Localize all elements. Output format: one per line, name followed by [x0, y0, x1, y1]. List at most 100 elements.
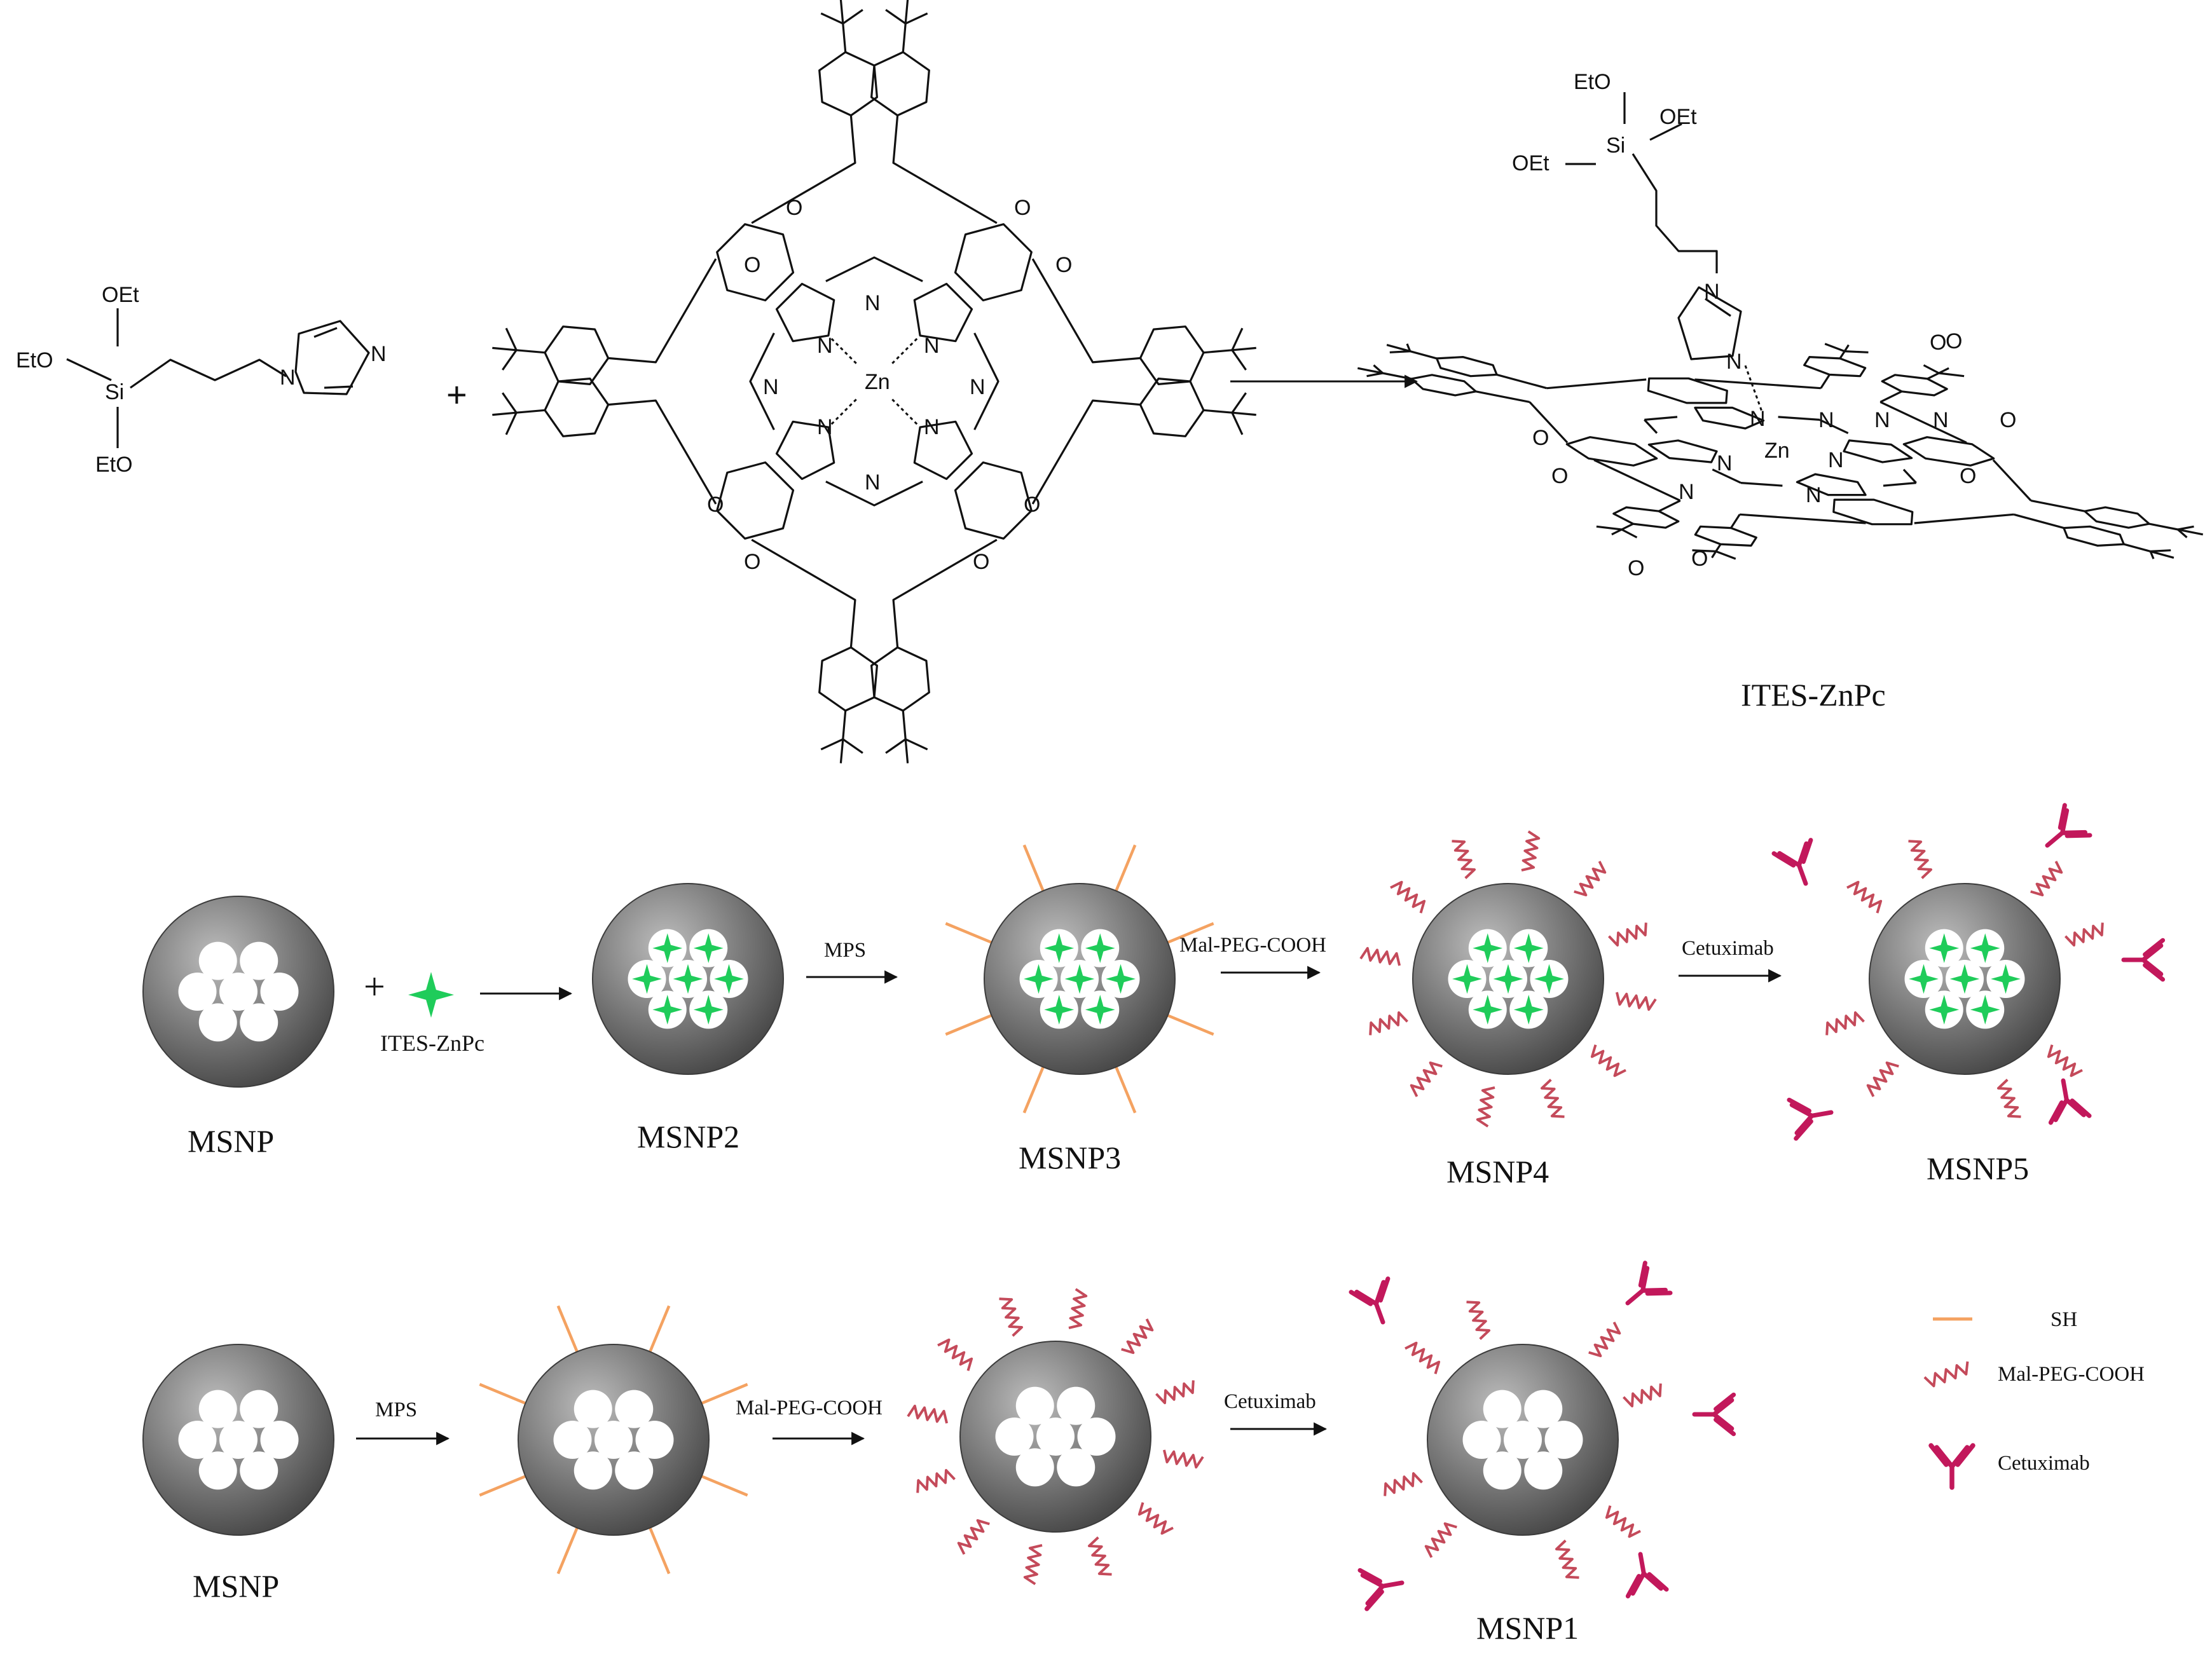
- thiol-line-icon: [701, 1475, 748, 1497]
- peg-chain-icon: [999, 1297, 1023, 1337]
- bond: [818, 646, 878, 712]
- antibody-icon: [1357, 1568, 1405, 1611]
- thiol-line-icon: [1022, 844, 1045, 892]
- pore: [198, 1451, 237, 1490]
- bond: [1694, 378, 1821, 390]
- bond: [1712, 468, 1741, 484]
- particle-msnp5: [1771, 803, 2166, 1141]
- bond: [1436, 356, 1498, 378]
- pc-macrocycle: [492, 0, 1256, 763]
- bond: [1593, 459, 1681, 502]
- product-o-label: O: [1551, 464, 1568, 488]
- product-o-label: O: [1532, 426, 1549, 450]
- dye-star-icon: [408, 972, 454, 1018]
- pore: [219, 973, 258, 1011]
- dye-star-icon: [1970, 933, 2000, 964]
- peg-chain-icon: [1908, 840, 1932, 879]
- product-n-label: N: [1704, 280, 1720, 304]
- reaction-plus-sign: +: [446, 374, 467, 414]
- bond: [751, 538, 856, 648]
- peg-chain-icon: [2030, 861, 2063, 897]
- reagent-eto-bottom-label: EtO: [95, 453, 133, 477]
- peg-chain-icon: [1615, 992, 1657, 1011]
- bond: [1647, 439, 1718, 463]
- pc-n-label: N: [763, 375, 779, 399]
- particle-msnp4: [1359, 830, 1657, 1128]
- peg-chain-icon: [1466, 1301, 1490, 1340]
- pore: [574, 1451, 612, 1490]
- antibody-icon: [2048, 1078, 2092, 1125]
- bond: [902, 23, 907, 53]
- peg-chain-icon: [1541, 1079, 1565, 1118]
- bond: [516, 409, 546, 414]
- peg-chain-icon: [1846, 880, 1883, 913]
- pore: [1544, 1421, 1583, 1459]
- antibody-icon: [1787, 1097, 1834, 1141]
- pore: [240, 941, 278, 980]
- bond: [2063, 525, 2125, 547]
- bond: [885, 9, 907, 25]
- dye-star-icon: [1024, 964, 1054, 994]
- bond: [902, 710, 907, 740]
- reagent-si-label: Si: [105, 380, 124, 404]
- bond: [1621, 528, 1638, 538]
- peg-chain-icon: [1405, 1341, 1441, 1374]
- loaded-particle-route: MSNP + ITES-ZnPc MSNP2 MPS MSNP3 Mal-PEG…: [142, 803, 2166, 1189]
- dye-star-icon: [1513, 933, 1544, 964]
- peg-chain-icon: [1608, 922, 1647, 947]
- pc-n-label: N: [970, 375, 986, 399]
- pore: [615, 1390, 654, 1428]
- bond: [1475, 390, 1530, 403]
- bond: [1410, 374, 1477, 397]
- antibody-icon: [1625, 1552, 1669, 1599]
- bond: [885, 738, 907, 754]
- peg-chain-icon: [1923, 1361, 1969, 1388]
- dye-star-icon: [1513, 994, 1544, 1025]
- peg-chain-icon: [916, 1469, 956, 1493]
- pore: [240, 1451, 278, 1490]
- row1-step-label-peg: Mal-PEG-COOH: [1179, 934, 1326, 957]
- antibody-arm: [2121, 938, 2166, 982]
- bond: [1231, 412, 1244, 435]
- peg-chain-icon: [1369, 1011, 1408, 1035]
- bond: [1139, 378, 1205, 437]
- peg-chain-icon: [1155, 1380, 1195, 1404]
- bond: [608, 399, 717, 505]
- bond: [1902, 468, 1917, 484]
- product-n-label: N: [1679, 480, 1694, 504]
- product-si-label: Si: [1606, 133, 1625, 158]
- thiol-line-icon: [479, 1383, 526, 1405]
- dye-star-icon: [1085, 933, 1115, 964]
- zinc-phthalocyanine-structure: Zn N N N N N N N N O O O O O O O O: [492, 0, 1256, 763]
- pore: [635, 1421, 674, 1459]
- antibody-arm: [1787, 1097, 1834, 1141]
- bond: [749, 332, 775, 430]
- thiol-line-icon: [1167, 1014, 1214, 1036]
- dye-star-icon: [673, 964, 703, 994]
- particle-label-msnp2: MSNP2: [637, 1119, 739, 1154]
- coordination-bond: [828, 336, 857, 364]
- particle-pegylated: [907, 1288, 1204, 1585]
- product-o-label: O: [1691, 547, 1708, 571]
- antibody-icon: [1625, 1261, 1673, 1306]
- bond: [1410, 350, 1438, 360]
- bond: [1992, 459, 2032, 502]
- bond: [839, 0, 844, 24]
- peg-chain-icon: [1068, 1288, 1088, 1330]
- product-n-label: N: [1828, 448, 1844, 472]
- bond: [1694, 406, 1765, 430]
- bond: [502, 392, 518, 414]
- pc-o-label: O: [786, 196, 802, 220]
- peg-chain-icon: [1121, 1318, 1154, 1355]
- pc-o-label: O: [744, 550, 760, 574]
- particle-msnp3: [945, 844, 1214, 1114]
- dye-star-icon: [1929, 933, 1960, 964]
- bond: [820, 738, 844, 751]
- thiol-line-icon: [649, 1527, 671, 1575]
- pore: [198, 1390, 237, 1428]
- bond: [2030, 500, 2085, 512]
- thiol-line-icon: [1167, 922, 1214, 944]
- peg-chain-icon: [907, 1404, 949, 1424]
- pore: [553, 1421, 592, 1459]
- pore: [1504, 1421, 1542, 1459]
